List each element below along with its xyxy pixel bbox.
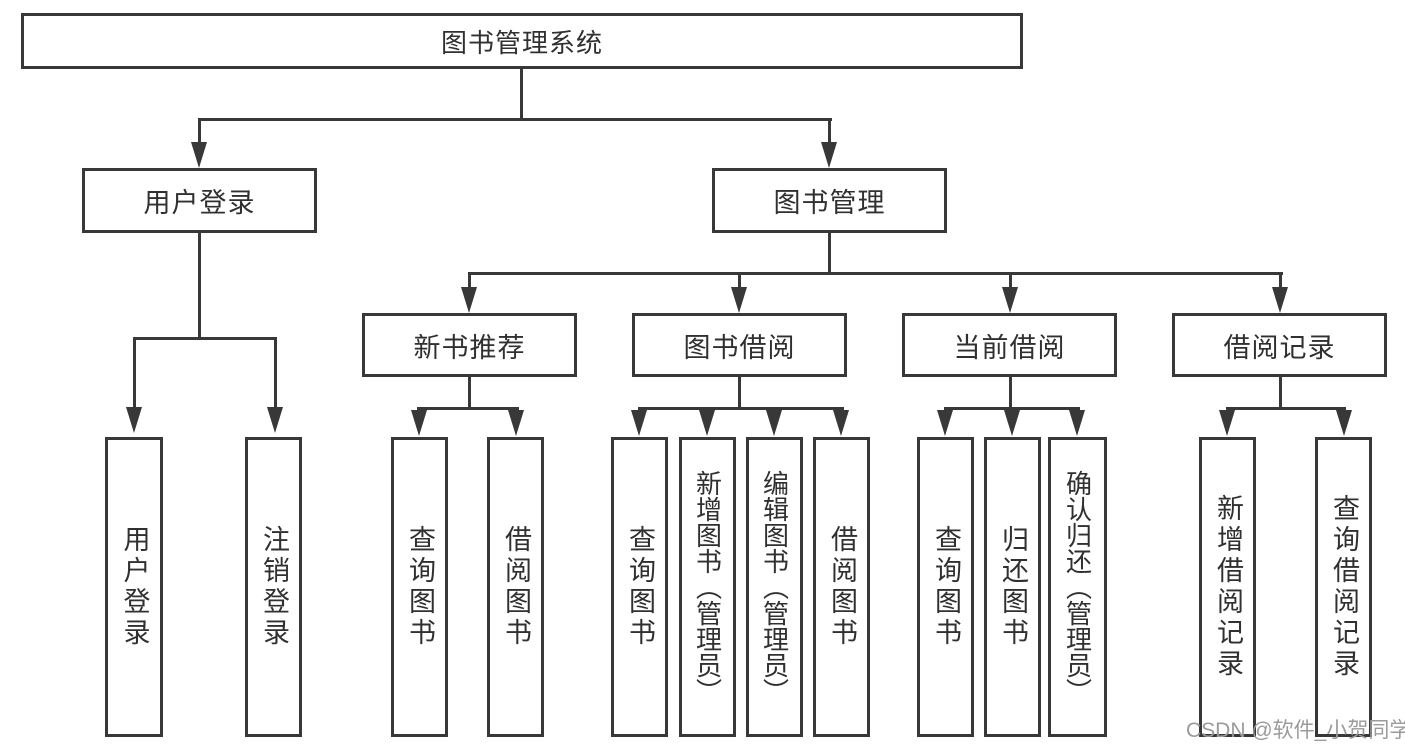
leaf-borrow-books-1: 借阅图书 xyxy=(487,437,544,737)
arrow-down-icon xyxy=(766,410,782,436)
leaf-query-books-1-label: 查询图书 xyxy=(405,525,435,649)
arrow-down-icon xyxy=(411,410,427,436)
leaf-add-books-admin: 新增图书（管理员） xyxy=(679,437,736,737)
arrow-down-icon xyxy=(731,287,747,313)
leaf-logout: 注销登录 xyxy=(245,437,302,737)
arrow-down-icon xyxy=(1219,410,1235,436)
connector-current-borrow-stem xyxy=(1009,377,1012,407)
leaf-add-borrow-record: 新增借阅记录 xyxy=(1199,437,1256,737)
connector-root-hline xyxy=(198,118,832,121)
connector-new-book-stem xyxy=(468,377,471,407)
leaf-query-books-2-label: 查询图书 xyxy=(625,525,655,649)
connector-book-mgmt-stem xyxy=(828,233,831,272)
arrow-down-icon xyxy=(126,407,142,433)
node-root-label: 图书管理系统 xyxy=(440,27,603,58)
leaf-add-borrow-record-label: 新增借阅记录 xyxy=(1213,494,1243,680)
leaf-user-login: 用户登录 xyxy=(105,437,163,737)
leaf-query-books-3-label: 查询图书 xyxy=(931,525,961,649)
arrow-down-icon xyxy=(191,142,207,168)
arrow-down-icon xyxy=(461,287,477,313)
arrow-down-icon xyxy=(1004,410,1020,436)
connector-book-borrow-stem xyxy=(738,377,741,407)
connector-user-login-stem xyxy=(198,233,201,337)
node-user-login-label: 用户登录 xyxy=(143,188,256,218)
connector-user-login-hline xyxy=(133,337,277,340)
arrow-down-icon xyxy=(1272,287,1288,313)
connector-book-mgmt-drop-2 xyxy=(738,275,741,287)
connector-user-login-drop-left xyxy=(133,340,136,407)
leaf-query-books-2: 查询图书 xyxy=(611,437,668,737)
arrow-down-icon xyxy=(1336,410,1352,436)
node-borrowing-records: 借阅记录 xyxy=(1172,313,1387,377)
arrow-down-icon xyxy=(508,410,524,436)
arrow-down-icon xyxy=(267,407,283,433)
connector-book-mgmt-drop-3 xyxy=(1009,275,1012,287)
node-new-book-recommend-label: 新书推荐 xyxy=(413,332,526,363)
leaf-logout-label: 注销登录 xyxy=(259,525,289,649)
leaf-edit-books-admin-label: 编辑图书（管理员） xyxy=(759,470,790,704)
node-book-borrowing: 图书借阅 xyxy=(632,313,847,377)
leaf-query-books-1: 查询图书 xyxy=(391,437,448,737)
connector-root-stem xyxy=(520,69,523,118)
leaf-query-borrow-record: 查询借阅记录 xyxy=(1315,437,1372,737)
node-book-borrowing-label: 图书借阅 xyxy=(683,332,796,363)
leaf-borrow-books-2: 借阅图书 xyxy=(813,437,870,737)
node-root: 图书管理系统 xyxy=(21,13,1023,69)
connector-book-mgmt-drop-1 xyxy=(468,275,471,287)
connector-borrow-records-stem xyxy=(1279,377,1282,407)
arrow-down-icon xyxy=(821,142,837,168)
node-current-borrowing-label: 当前借阅 xyxy=(953,332,1066,363)
leaf-user-login-label: 用户登录 xyxy=(119,525,150,649)
leaf-borrow-books-1-label: 借阅图书 xyxy=(501,525,531,649)
leaf-confirm-return-admin-label: 确认归还（管理员） xyxy=(1062,470,1093,704)
leaf-return-books-label: 归还图书 xyxy=(998,525,1028,649)
leaf-borrow-books-2-label: 借阅图书 xyxy=(827,525,857,649)
connector-book-mgmt-hline xyxy=(468,272,1283,275)
node-borrowing-records-label: 借阅记录 xyxy=(1223,332,1336,363)
connector-borrow-records-hline xyxy=(1226,407,1346,410)
connector-root-drop-left xyxy=(198,121,201,144)
leaf-edit-books-admin: 编辑图书（管理员） xyxy=(746,437,803,737)
node-book-management-label: 图书管理 xyxy=(773,188,886,218)
leaf-return-books: 归还图书 xyxy=(984,437,1041,737)
arrow-down-icon xyxy=(699,410,715,436)
leaf-add-books-admin-label: 新增图书（管理员） xyxy=(692,470,723,704)
arrow-down-icon xyxy=(631,410,647,436)
connector-current-borrow-hline xyxy=(944,407,1080,410)
node-current-borrowing: 当前借阅 xyxy=(902,313,1117,377)
leaf-query-books-3: 查询图书 xyxy=(917,437,974,737)
leaf-query-borrow-record-label: 查询借阅记录 xyxy=(1329,494,1359,680)
arrow-down-icon xyxy=(937,410,953,436)
connector-root-drop-right xyxy=(828,121,831,144)
connector-new-book-hline xyxy=(417,407,519,410)
arrow-down-icon xyxy=(833,410,849,436)
node-new-book-recommend: 新书推荐 xyxy=(362,313,577,377)
connector-book-mgmt-drop-4 xyxy=(1279,275,1282,287)
arrow-down-icon xyxy=(1002,287,1018,313)
leaf-confirm-return-admin: 确认归还（管理员） xyxy=(1048,437,1107,737)
csdn-watermark: CSDN @软件_小贺同学 xyxy=(1186,719,1405,742)
node-book-management: 图书管理 xyxy=(712,168,947,233)
node-user-login: 用户登录 xyxy=(82,168,317,233)
arrow-down-icon xyxy=(1069,410,1085,436)
connector-book-borrow-hline xyxy=(638,407,844,410)
connector-user-login-drop-right xyxy=(274,340,277,407)
